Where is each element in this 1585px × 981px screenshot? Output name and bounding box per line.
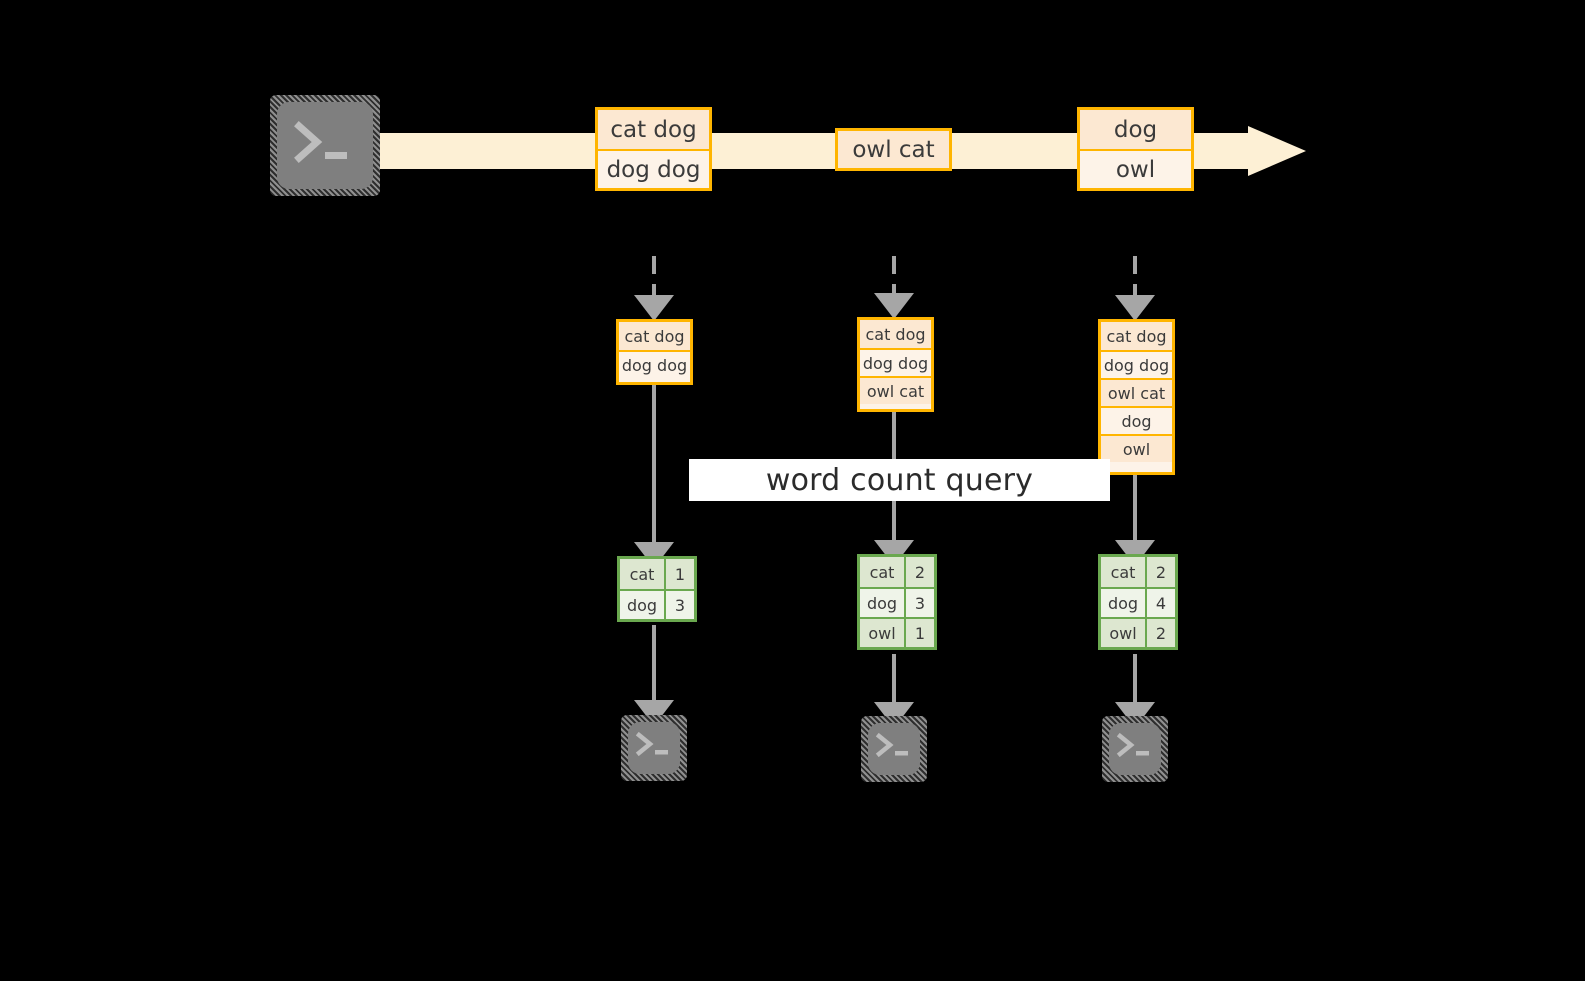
snapshot-2-sink-terminal-icon [861, 716, 927, 782]
result-count: 1 [906, 619, 934, 647]
query-label: word count query [765, 462, 1034, 498]
table-row: cat 2 [860, 557, 934, 587]
result-count: 3 [666, 591, 694, 619]
snapshot-2-result-table[interactable]: cat 2 dog 3 owl 1 [857, 554, 937, 650]
snapshot-1-input-line-1: cat dog [619, 322, 690, 350]
terminal-prompt-glyph [294, 121, 347, 163]
result-word: dog [620, 591, 666, 619]
snapshot-2-input-line-3: owl cat [860, 376, 931, 404]
result-word: dog [860, 589, 906, 617]
snapshot-3-result-table[interactable]: cat 2 dog 4 owl 2 [1098, 554, 1178, 650]
result-word: cat [1101, 557, 1147, 587]
snapshot-3-input-line-5: owl [1101, 434, 1172, 462]
terminal-prompt-glyph [1116, 732, 1149, 758]
table-row: dog 3 [860, 587, 934, 617]
stream-event-1-line-1: cat dog [598, 110, 709, 149]
query-banner: word count query [689, 459, 1110, 501]
snapshot-3-input-line-1: cat dog [1101, 322, 1172, 350]
table-row: dog 3 [620, 589, 694, 619]
result-count: 1 [666, 559, 694, 589]
result-count: 3 [906, 589, 934, 617]
stream-event-1[interactable]: cat dog dog dog [595, 107, 712, 191]
snapshot-2-input-box[interactable]: cat dog dog dog owl cat [857, 317, 934, 412]
snapshot-3-input-line-3: owl cat [1101, 378, 1172, 406]
table-row: cat 2 [1101, 557, 1175, 587]
table-row: cat 1 [620, 559, 694, 589]
source-terminal-icon [270, 95, 380, 196]
result-word: owl [1101, 619, 1147, 647]
snapshot-1-result-table[interactable]: cat 1 dog 3 [617, 556, 697, 622]
snapshot-2-input-line-1: cat dog [860, 320, 931, 348]
snapshot-3-sink-terminal-icon [1102, 716, 1168, 782]
snapshot-3-input-line-4: dog [1101, 406, 1172, 434]
result-count: 4 [1147, 589, 1175, 617]
table-row: owl 1 [860, 617, 934, 647]
table-row: dog 4 [1101, 587, 1175, 617]
result-count: 2 [906, 557, 934, 587]
result-word: owl [860, 619, 906, 647]
snapshot-3-input-box[interactable]: cat dog dog dog owl cat dog owl [1098, 319, 1175, 475]
stream-event-3-line-2: owl [1080, 149, 1191, 188]
snapshot-1-sink-terminal-icon [621, 715, 687, 781]
snapshot-2-input-line-2: dog dog [860, 348, 931, 376]
result-word: dog [1101, 589, 1147, 617]
stream-event-1-line-2: dog dog [598, 149, 709, 188]
stream-event-3[interactable]: dog owl [1077, 107, 1194, 191]
result-word: cat [620, 559, 666, 589]
terminal-prompt-glyph [635, 731, 668, 757]
table-row: owl 2 [1101, 617, 1175, 647]
terminal-prompt-glyph [875, 732, 908, 758]
stream-event-2-line-1: owl cat [838, 131, 949, 168]
stream-event-2[interactable]: owl cat [835, 128, 952, 171]
result-count: 2 [1147, 557, 1175, 587]
stream-event-3-line-1: dog [1080, 110, 1191, 149]
snapshot-3-input-line-2: dog dog [1101, 350, 1172, 378]
snapshot-1-input-line-2: dog dog [619, 350, 690, 378]
result-word: cat [860, 557, 906, 587]
snapshot-1-input-box[interactable]: cat dog dog dog [616, 319, 693, 385]
result-count: 2 [1147, 619, 1175, 647]
